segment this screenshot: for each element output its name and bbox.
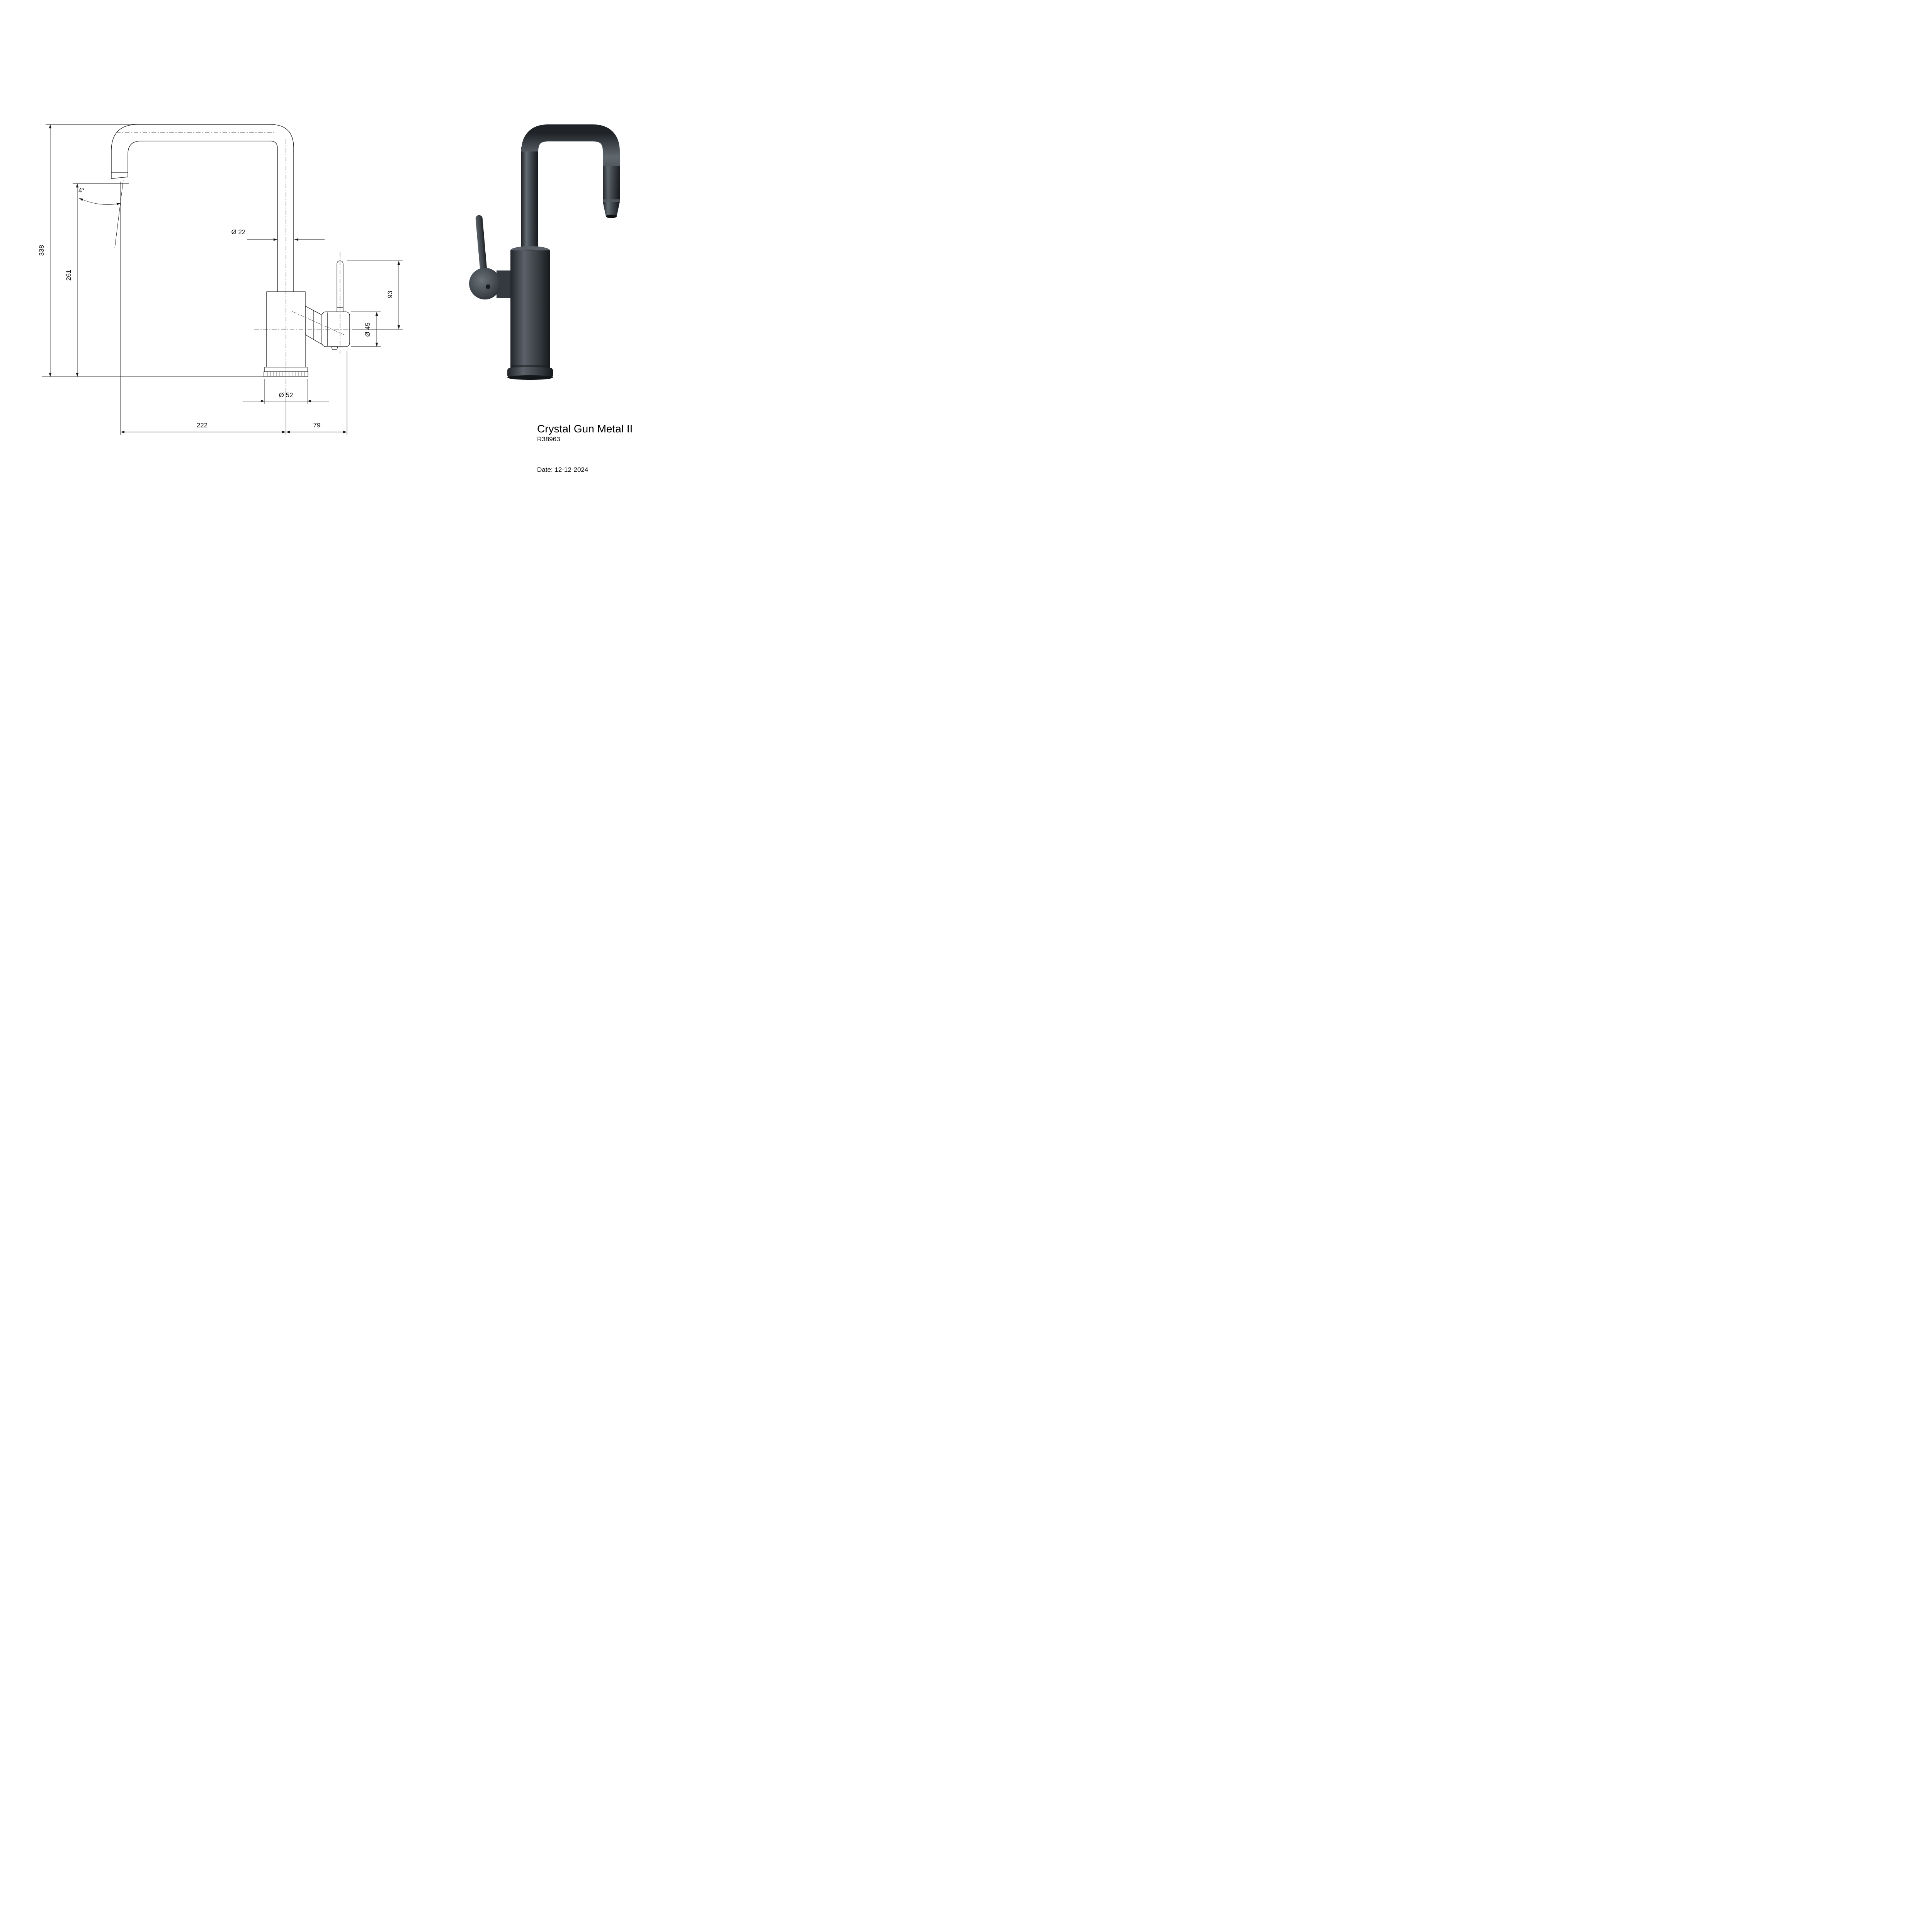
dim-label-261: 261 xyxy=(65,270,72,281)
title-block: Crystal Gun Metal II R38963 xyxy=(537,423,633,444)
dim-label-handle-dia: Ø 45 xyxy=(364,323,371,337)
dim-label-angle: 4° xyxy=(78,187,85,194)
handle-screw-nub xyxy=(331,346,338,350)
render-aerator-opening xyxy=(606,214,617,218)
dim-label-338: 338 xyxy=(38,245,45,256)
drawing-sheet: 338 261 4° Ø 22 93 Ø 45 Ø 52 xyxy=(0,0,678,479)
product-code: R38963 xyxy=(537,435,560,443)
faucet-render xyxy=(469,124,620,380)
render-body xyxy=(510,250,550,371)
render-base-seam xyxy=(510,365,550,367)
angle-reference-line xyxy=(114,180,124,248)
centerline-cone xyxy=(292,311,344,335)
tube-inner-wall xyxy=(128,141,278,292)
render-tip-ring xyxy=(603,199,620,202)
dimension-spout-height: 261 xyxy=(65,183,129,377)
dimension-total-height: 338 xyxy=(38,124,265,377)
dimension-handle-diameter: Ø 45 xyxy=(351,311,381,347)
render-handle-hub xyxy=(469,268,501,299)
dim-label-93: 93 xyxy=(386,291,394,298)
lever-rod xyxy=(337,260,344,312)
render-spout-tube xyxy=(521,124,620,202)
render-base-flange xyxy=(507,368,553,378)
dim-label-222: 222 xyxy=(197,422,207,429)
date-block: Date: 12-12-2024 xyxy=(537,466,588,474)
dim-label-tube-dia: Ø 22 xyxy=(231,228,246,236)
render-spout-tip xyxy=(603,202,620,216)
dimension-tube-diameter: Ø 22 xyxy=(231,228,325,241)
angle-arc xyxy=(79,198,121,206)
dimension-spout-angle: 4° xyxy=(78,180,124,248)
product-name: Crystal Gun Metal II xyxy=(537,423,633,435)
render-hub-screw xyxy=(486,284,490,289)
dimension-reach-offset: 222 79 xyxy=(120,182,347,435)
spout-outlet xyxy=(111,177,128,179)
render-riser-pipe xyxy=(521,147,538,255)
tube-outer-wall xyxy=(111,124,294,292)
drawing-date: Date: 12-12-2024 xyxy=(537,466,588,473)
centerlines xyxy=(116,132,383,386)
render-base-shadow xyxy=(507,375,553,380)
dimension-handle-height: 93 xyxy=(347,260,403,330)
faucet-outline xyxy=(111,124,350,377)
dim-label-79: 79 xyxy=(313,422,321,429)
technical-drawing-svg: 338 261 4° Ø 22 93 Ø 45 Ø 52 xyxy=(38,124,620,435)
valve-cone xyxy=(305,305,322,345)
render-downspout-shade xyxy=(603,166,620,202)
